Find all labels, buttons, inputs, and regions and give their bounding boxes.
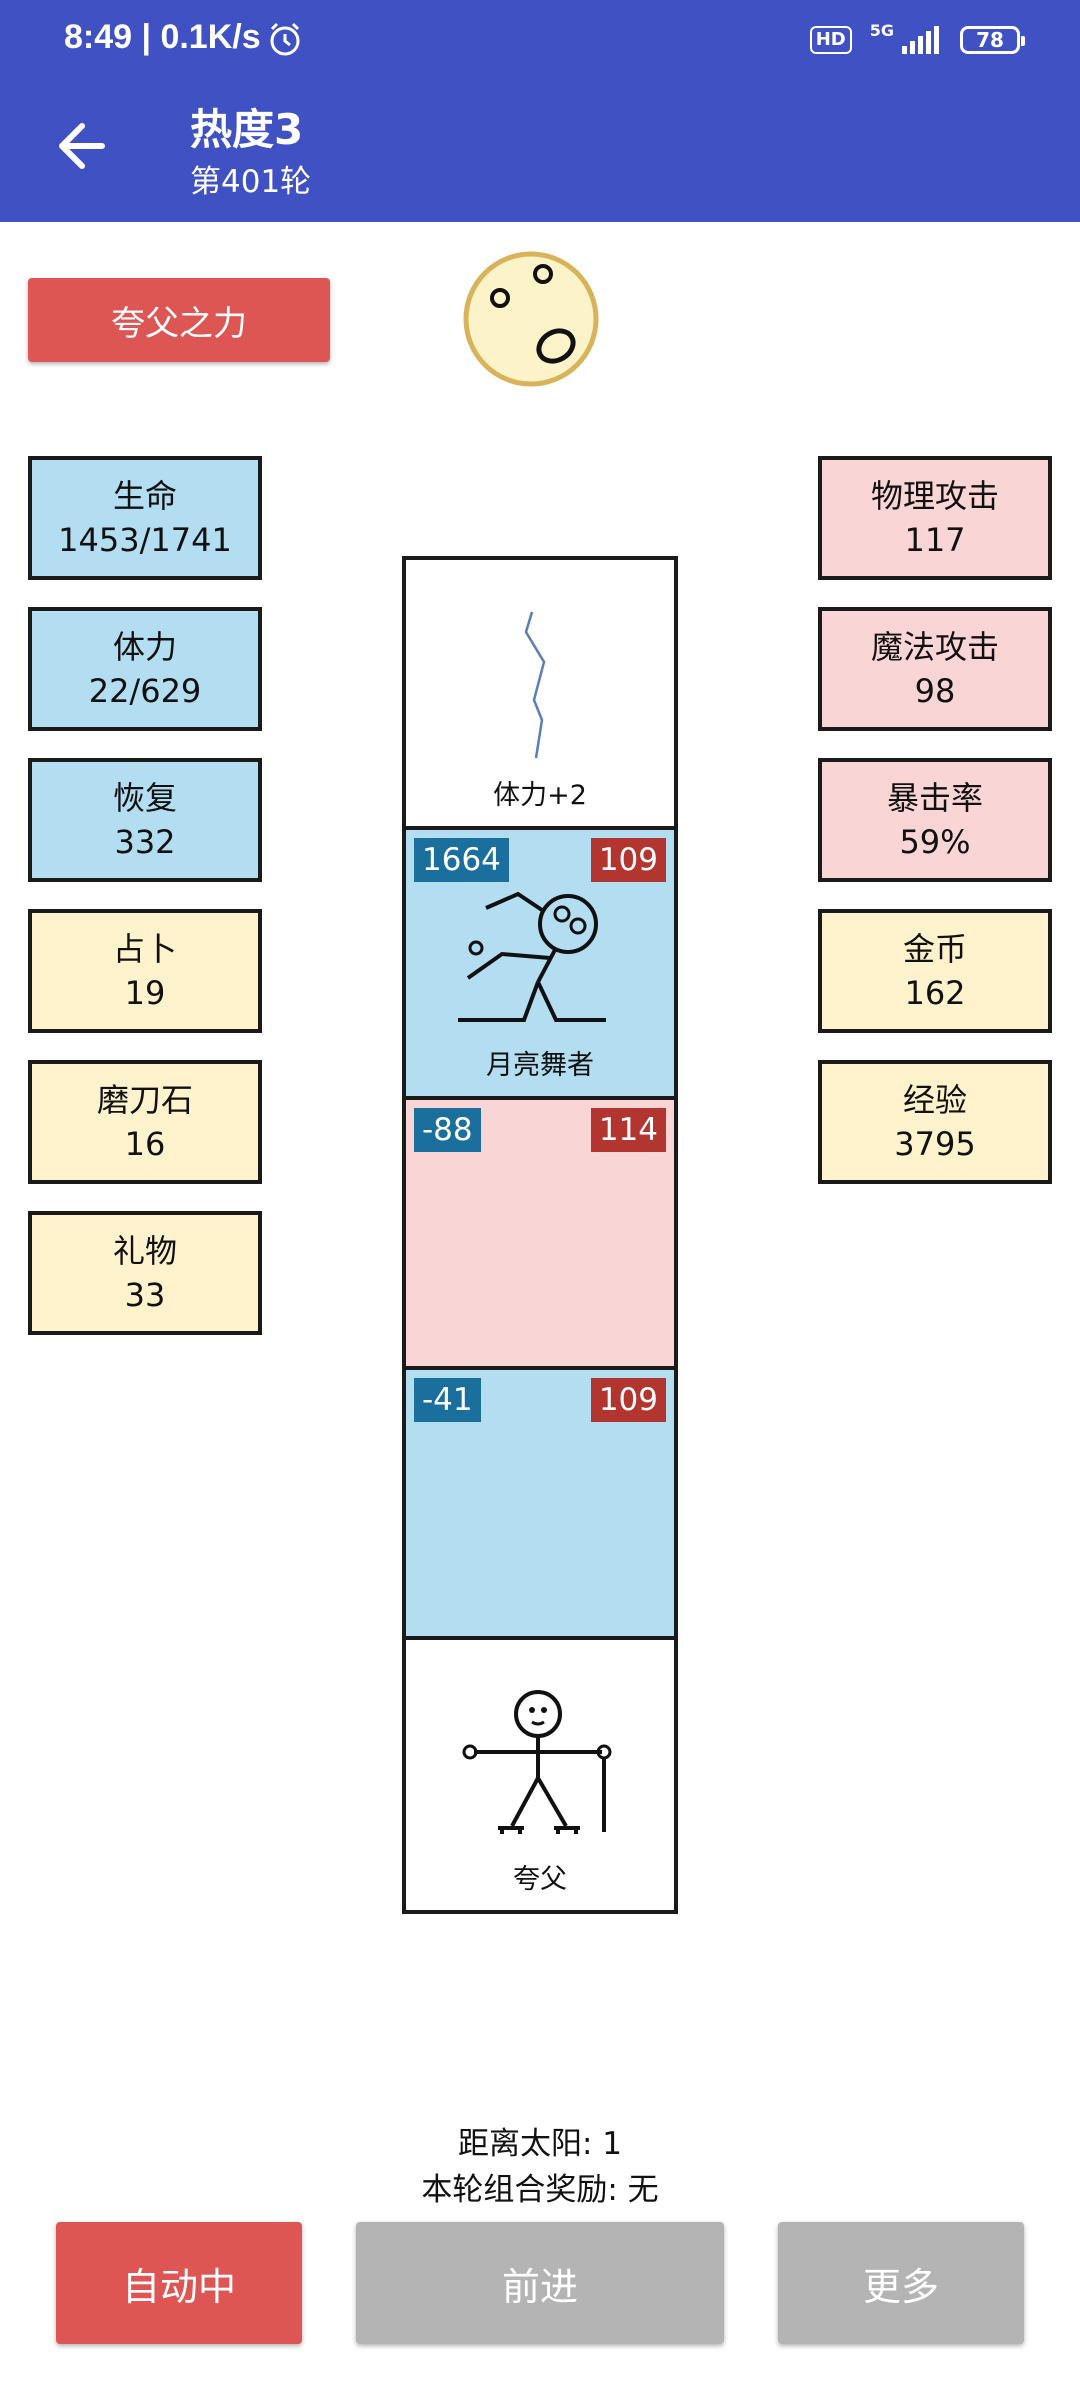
- lane-cell-enemy[interactable]: -88 114: [406, 1100, 674, 1370]
- game-lane: 体力+2 1664 109 月亮舞者 -88 114 -41 109: [402, 556, 678, 1914]
- stat-value: 98: [914, 672, 956, 710]
- stat-experience: 经验 3795: [818, 1060, 1052, 1184]
- enemy-hp-badge: 1664: [414, 838, 509, 882]
- stat-whetstone: 磨刀石 16: [28, 1060, 262, 1184]
- stat-label: 体力: [112, 628, 177, 666]
- app-header: 8:49 | 0.1K/s HD 5G 78 热度3 第401轮: [0, 0, 1080, 222]
- stat-label: 暴击率: [886, 779, 983, 817]
- stat-gift: 礼物 33: [28, 1211, 262, 1335]
- forward-button[interactable]: 前进: [356, 2222, 724, 2344]
- stat-label: 生命: [112, 477, 177, 515]
- stat-value: 332: [114, 823, 176, 861]
- distance-to-sun: 距离太阳: 1: [457, 2126, 623, 2162]
- enemy-hp-badge: -88: [414, 1108, 481, 1152]
- status-time: 8:49 | 0.1K/s: [64, 18, 261, 56]
- stat-value: 22/629: [88, 672, 202, 710]
- status-indicators: HD 5G 78: [809, 20, 1025, 60]
- alarm-icon: [270, 22, 300, 56]
- moon-dancer-figure-icon: [458, 891, 606, 1022]
- stat-value: 1453/1741: [58, 521, 232, 559]
- stat-label: 占卜: [112, 930, 177, 968]
- stat-label: 恢复: [112, 779, 177, 817]
- lightning-icon: [524, 611, 546, 759]
- lane-cell-enemy[interactable]: -41 109: [406, 1370, 674, 1640]
- round-bonus: 本轮组合奖励: 无: [421, 2172, 659, 2208]
- cell-label: 夸父: [513, 1864, 567, 1895]
- enemy-hp-badge: -41: [414, 1378, 481, 1422]
- cell-label: 体力+2: [493, 780, 587, 811]
- skill-button[interactable]: 夸父之力: [28, 278, 330, 362]
- stat-magic-attack: 魔法攻击 98: [818, 607, 1052, 731]
- kuafu-player-figure-icon: [462, 1690, 612, 1834]
- stat-label: 物理攻击: [870, 477, 999, 515]
- stat-gold: 金币 162: [818, 909, 1052, 1033]
- network-type: 5G: [869, 20, 894, 40]
- auto-button[interactable]: 自动中: [56, 2222, 302, 2344]
- signal-icon: [902, 26, 939, 54]
- enemy-attack-badge: 109: [590, 1378, 666, 1422]
- enemy-attack-badge: 114: [590, 1108, 666, 1152]
- stat-label: 磨刀石: [96, 1081, 193, 1119]
- sun-face-icon: [463, 251, 599, 387]
- lane-cell-moon-dancer[interactable]: 1664 109 月亮舞者: [406, 830, 674, 1100]
- stat-value: 162: [904, 974, 966, 1012]
- stat-crit-rate: 暴击率 59%: [818, 758, 1052, 882]
- stat-value: 19: [124, 974, 166, 1012]
- battery-level: 78: [976, 28, 1004, 52]
- back-arrow-icon[interactable]: [54, 118, 114, 174]
- hd-badge: HD: [809, 26, 852, 54]
- stat-label: 礼物: [112, 1232, 177, 1270]
- stat-value: 117: [904, 521, 966, 559]
- stat-value: 33: [124, 1276, 166, 1314]
- stat-label: 魔法攻击: [870, 628, 999, 666]
- stat-physical-attack: 物理攻击 117: [818, 456, 1052, 580]
- stat-label: 金币: [902, 930, 967, 968]
- more-button[interactable]: 更多: [778, 2222, 1024, 2344]
- lane-cell-stamina-item[interactable]: 体力+2: [406, 560, 674, 830]
- page-title: 热度3: [190, 105, 304, 154]
- cell-label: 月亮舞者: [486, 1050, 594, 1081]
- stat-value: 3795: [894, 1125, 976, 1163]
- round-subtitle: 第401轮: [190, 164, 312, 200]
- enemy-attack-badge: 109: [590, 838, 666, 882]
- lane-cell-player[interactable]: 夸父: [406, 1640, 674, 1910]
- stat-stamina: 体力 22/629: [28, 607, 262, 731]
- battery-icon: 78: [960, 26, 1025, 54]
- stat-hp: 生命 1453/1741: [28, 456, 262, 580]
- stat-value: 16: [124, 1125, 166, 1163]
- stat-label: 经验: [902, 1081, 967, 1119]
- stat-divination: 占卜 19: [28, 909, 262, 1033]
- stat-value: 59%: [899, 823, 971, 861]
- stat-recovery: 恢复 332: [28, 758, 262, 882]
